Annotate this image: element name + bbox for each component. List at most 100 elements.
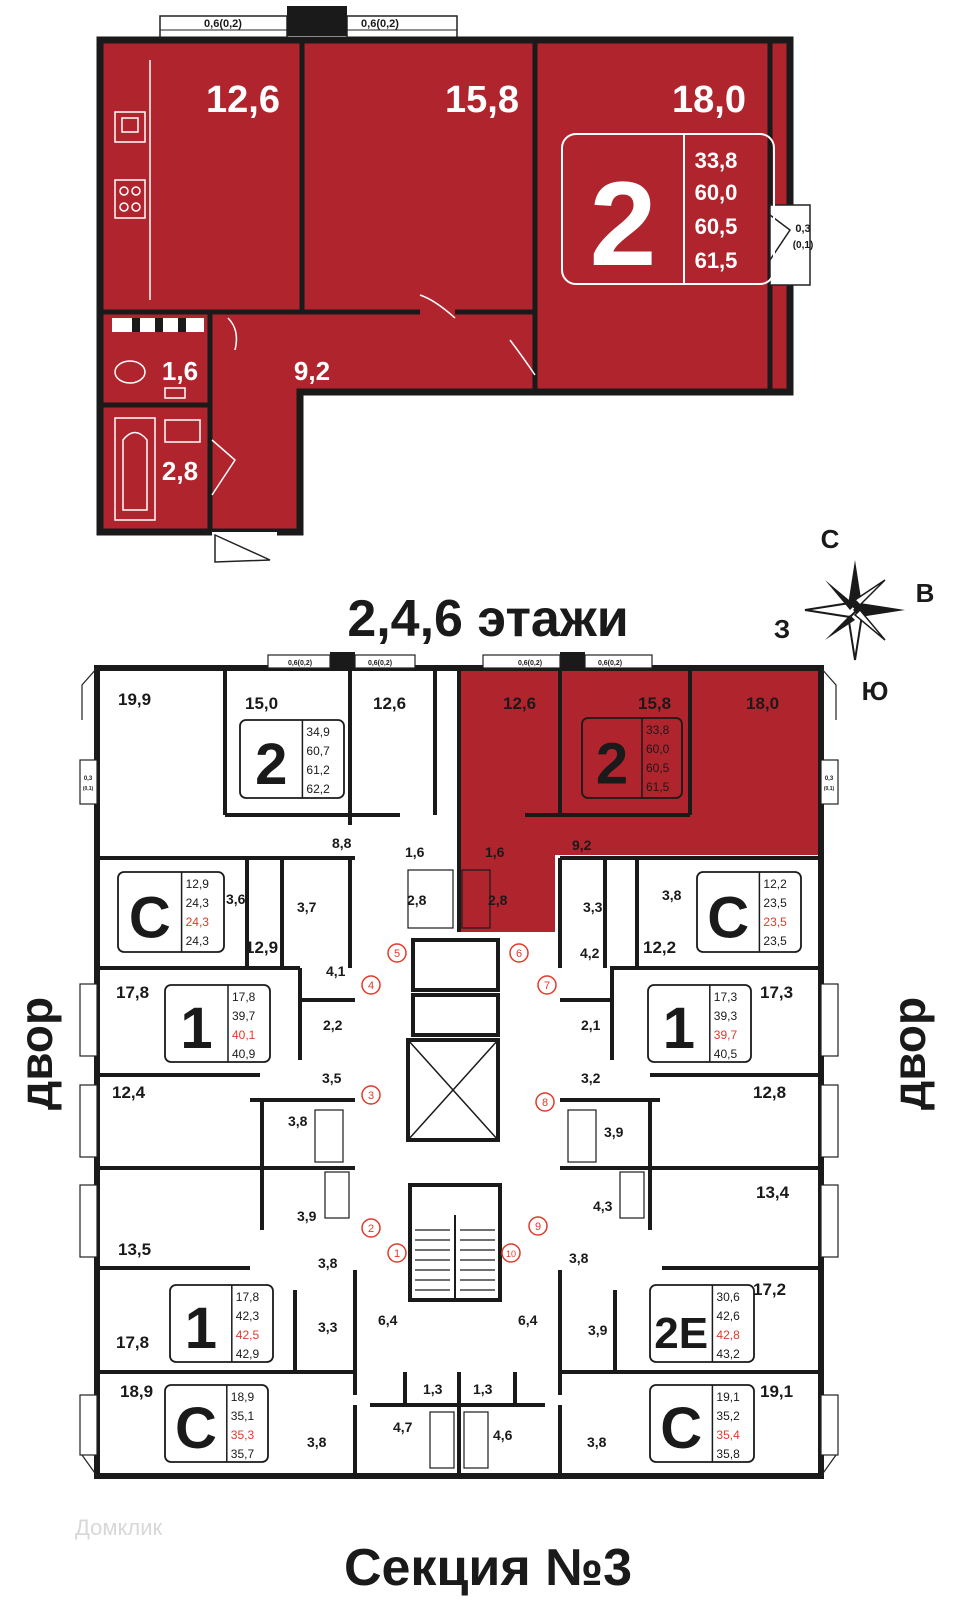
svg-text:10: 10 <box>506 1249 516 1259</box>
compass-east: В <box>916 578 935 608</box>
svg-text:5: 5 <box>394 948 400 960</box>
entrance-door <box>212 532 277 567</box>
room-area-kitchen: 12,6 <box>206 79 280 121</box>
apartment-area: 17,8 <box>236 1290 260 1304</box>
svg-text:12,6: 12,6 <box>503 694 536 713</box>
svg-text:0,3: 0,3 <box>795 223 810 235</box>
apartment-area: 42,3 <box>236 1309 260 1323</box>
courtyard-label-left: двор <box>10 997 62 1110</box>
entrance-marker: 3 <box>361 1085 381 1105</box>
svg-text:4,6: 4,6 <box>493 1427 513 1443</box>
svg-text:18,0: 18,0 <box>746 694 779 713</box>
svg-text:2,8: 2,8 <box>407 892 427 908</box>
svg-text:7: 7 <box>544 980 550 992</box>
svg-text:0,3: 0,3 <box>84 776 93 782</box>
apartment-type: 2Е <box>654 1309 708 1358</box>
svg-text:(0,1): (0,1) <box>824 786 835 792</box>
apartment-area: 61,2 <box>306 763 330 777</box>
entrance-marker: 4 <box>361 975 381 995</box>
apartment-area: 60,0 <box>646 742 670 756</box>
bath-fixtures <box>114 360 201 521</box>
svg-text:3,3: 3,3 <box>583 899 603 915</box>
svg-text:12,8: 12,8 <box>753 1083 786 1102</box>
apartment-area: 42,9 <box>236 1347 260 1361</box>
apartment-area: 39,7 <box>232 1009 256 1023</box>
svg-text:1,3: 1,3 <box>423 1381 443 1397</box>
svg-text:15,0: 15,0 <box>245 694 278 713</box>
apartment-area: 35,8 <box>716 1447 740 1461</box>
svg-text:4,3: 4,3 <box>593 1198 613 1214</box>
room-area-wc: 1,6 <box>162 356 198 386</box>
apartment-badge-top: 2 33,8 60,0 60,5 61,5 <box>561 133 775 291</box>
apartment-area: 34,9 <box>306 725 330 739</box>
svg-text:12,6: 12,6 <box>373 694 406 713</box>
svg-text:3,3: 3,3 <box>318 1319 338 1335</box>
apartment-area: 33,8 <box>646 723 670 737</box>
svg-text:3,8: 3,8 <box>569 1250 589 1266</box>
apartment-area: 24,3 <box>186 896 210 910</box>
apartment-type: 1 <box>663 996 695 1061</box>
svg-text:4,2: 4,2 <box>580 945 600 961</box>
svg-text:0,6(0,2): 0,6(0,2) <box>518 660 542 667</box>
svg-text:17,8: 17,8 <box>116 1333 149 1352</box>
svg-text:3,8: 3,8 <box>662 887 682 903</box>
svg-text:13,5: 13,5 <box>118 1240 151 1259</box>
apartment-area: 24,3 <box>186 934 210 948</box>
svg-text:3,8: 3,8 <box>288 1113 308 1129</box>
apartment-area: 42,8 <box>716 1328 740 1342</box>
apartment-area: 23,5 <box>763 915 787 929</box>
balcony-top-right: 0,6(0,2) <box>346 15 458 39</box>
compass: С В Ю З <box>774 524 935 706</box>
apartment-area: 40,1 <box>232 1028 256 1042</box>
svg-text:12,2: 12,2 <box>643 938 676 957</box>
apartment-area: 30,6 <box>716 1290 740 1304</box>
apartment-area: 61,5 <box>646 780 670 794</box>
apartment-area: 12,9 <box>186 877 210 891</box>
apartment-area: 40,9 <box>232 1047 256 1061</box>
stair-steps <box>415 1229 495 1291</box>
room-area-bedroom: 15,8 <box>445 79 519 121</box>
compass-north: С <box>821 524 840 554</box>
svg-text:(0,1): (0,1) <box>83 786 94 792</box>
entrance-marker: 6 <box>509 943 529 963</box>
svg-text:3,2: 3,2 <box>581 1070 601 1086</box>
apartment-area: 24,3 <box>186 915 210 929</box>
svg-text:3,6: 3,6 <box>226 891 246 907</box>
svg-text:3,9: 3,9 <box>604 1124 624 1140</box>
apartment-area: 23,5 <box>763 934 787 948</box>
top-apartment-plan: 0,6(0,2) 0,6(0,2) <box>96 6 813 567</box>
svg-text:6,4: 6,4 <box>378 1312 398 1328</box>
svg-text:4: 4 <box>368 980 374 992</box>
svg-text:12,4: 12,4 <box>112 1083 146 1102</box>
apartment-area: 35,2 <box>716 1409 740 1423</box>
svg-text:3: 3 <box>368 1090 374 1102</box>
svg-text:12,9: 12,9 <box>245 938 278 957</box>
svg-text:0,6(0,2): 0,6(0,2) <box>368 660 392 667</box>
apartment-area: 42,6 <box>716 1309 740 1323</box>
svg-text:2,1: 2,1 <box>581 1017 601 1033</box>
highlighted-apartment <box>459 668 818 932</box>
apartment-area: 17,8 <box>232 990 256 1004</box>
svg-text:3,8: 3,8 <box>587 1434 607 1450</box>
svg-text:1,6: 1,6 <box>485 844 505 860</box>
svg-text:1,3: 1,3 <box>473 1381 493 1397</box>
apartment-area: 39,7 <box>714 1028 738 1042</box>
apartment-area: 35,1 <box>231 1409 255 1423</box>
svg-text:3,8: 3,8 <box>318 1255 338 1271</box>
svg-text:17,8: 17,8 <box>116 983 149 1002</box>
apartment-type: 2 <box>596 732 628 797</box>
entrance-marker: 10 <box>501 1243 521 1263</box>
svg-text:1: 1 <box>394 1248 400 1260</box>
entrance-marker: 7 <box>537 975 557 995</box>
svg-text:60,0: 60,0 <box>695 180 738 205</box>
svg-text:18,9: 18,9 <box>120 1382 153 1401</box>
room-area-hall: 9,2 <box>294 356 330 386</box>
entrance-marker: 8 <box>535 1092 555 1112</box>
svg-text:2: 2 <box>368 1223 374 1235</box>
apartment-area: 17,3 <box>714 990 738 1004</box>
apartment-area: 40,5 <box>714 1047 738 1061</box>
